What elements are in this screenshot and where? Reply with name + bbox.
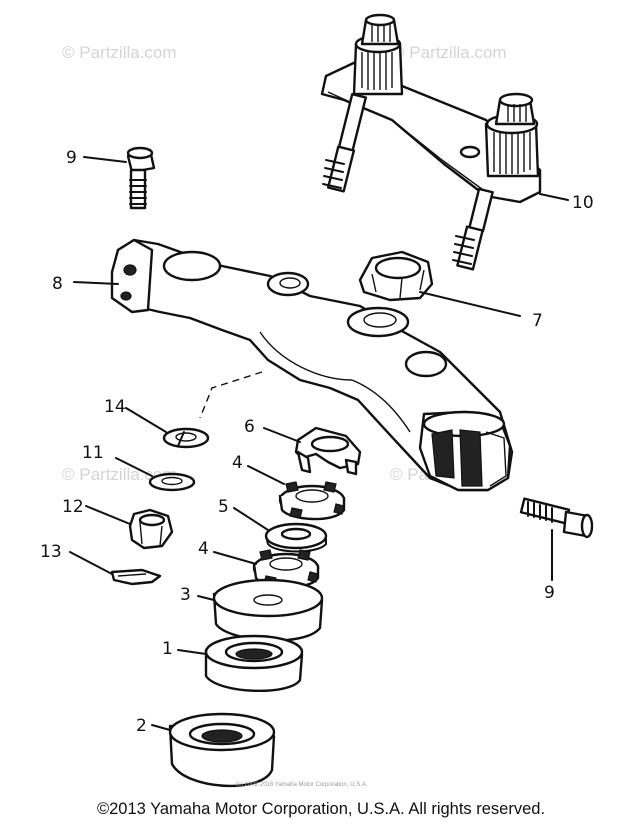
lower-bracket-part-8 [110,238,514,492]
washer-part-11 [148,472,196,492]
watermark-mid-left: © Partzilla.com [62,465,177,484]
watermark-top-left: © Partzilla.com [62,43,177,62]
fine-print: (c) 2002-2016 Yamaha Motor Corporation, … [236,782,368,788]
callout-8: 8 [52,274,63,294]
callout-4-lower: 4 [198,539,209,559]
callout-14: 13 [40,542,62,562]
washer-part-5 [264,522,328,553]
bolt-part-9-lower [519,497,594,539]
nut-part-13 [128,508,174,550]
callout-11: 11 [82,443,104,463]
callout-3: 3 [180,585,191,605]
callout-4-upper: 4 [232,453,243,473]
cover-part-6 [294,426,362,476]
seal-part-3 [212,578,324,642]
nut-part-7 [358,250,434,302]
callout-7: 7 [532,311,543,331]
callout-6: 6 [244,417,255,437]
callout-1: 1 [162,639,173,659]
lock-washer-part-12 [162,427,210,449]
leader-lines [69,156,569,731]
callout-2: 2 [136,716,147,736]
cotter-pin-part-14 [110,568,162,586]
watermark-top-right: © Partzilla.com [392,43,507,62]
handlebar-holder-part-10 [320,13,542,271]
callout-13: 12 [62,497,84,517]
callout-10: 10 [572,193,594,213]
bearing-part-1 [204,634,304,693]
bearing-part-2 [168,712,276,788]
copyright-notice: ©2013 Yamaha Motor Corporation, U.S.A. A… [96,800,546,818]
callout-12: 14 [104,397,126,417]
callout-9-upper: 9 [66,148,77,168]
callout-5: 5 [218,497,229,517]
callout-9-lower: 9 [544,583,555,603]
bolt-part-9-upper [126,146,156,210]
stem-center-line [199,371,263,419]
ring-nut-part-4-upper [278,481,346,521]
